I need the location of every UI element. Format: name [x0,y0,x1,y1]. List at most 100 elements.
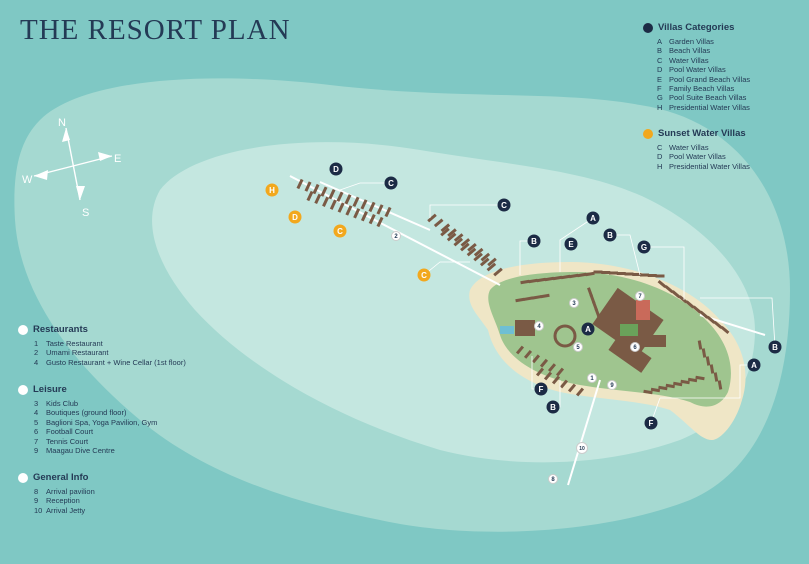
facility-marker-circle [607,380,617,390]
villa-unit [531,354,541,364]
legend-label: Pool Suite Beach Villas [669,93,747,103]
legend-item: 3 Kids Club [34,399,157,408]
legend-code: 4 [34,408,39,418]
villa-unit [655,274,665,278]
legend-label: Maagau Dive Centre [46,446,115,456]
villa-unit [699,310,709,319]
villa-unit [384,206,392,218]
villa-unit [473,247,484,257]
legend-code: D [657,152,663,162]
facility-marker: 9 [607,380,617,390]
facility-marker: 10 [576,442,588,454]
villa-unit [577,272,587,278]
villa-unit [531,295,542,300]
villa-marker: A [586,211,600,225]
villa-marker-circle [384,176,398,190]
villa-unit [705,356,711,366]
legend-item: 5 Baglioni Spa, Yoga Pavilion, Gym [34,418,157,427]
villa-unit [544,276,555,282]
villa-unit [376,204,384,215]
villa-unit [685,300,695,309]
legend-code: H [657,102,663,112]
villa-marker-label: F [539,385,544,394]
villa-unit [523,349,533,359]
facility-marker: 1 [587,373,597,383]
villa-unit [433,218,444,228]
legend-code: F [657,84,662,94]
villa-unit [360,211,368,222]
legend-code: 5 [34,417,39,427]
villa-unit [547,363,557,373]
legend-sunset-header: Sunset Water Villas [643,128,750,139]
leisure-dot-icon [18,384,28,395]
villa-unit [320,186,328,197]
facility-marker-label: 3 [572,301,576,307]
facility-marker-label: 9 [610,383,614,389]
compass-south-label: S [82,207,89,219]
villa-unit [479,257,490,267]
villa-marker-circle [581,322,595,336]
legend-code: B [657,46,663,56]
legend-code: 3 [34,399,39,408]
villa-marker: C [384,176,398,190]
villa-unit [589,294,596,304]
legend-code: 8 [34,487,39,496]
villa-unit [692,305,702,314]
legend-label: Baglioni Spa, Yoga Pavilion, Gym [46,417,158,427]
legend-general-title: General Info [33,472,89,483]
villa-unit [680,379,690,385]
legend-code: G [657,93,663,103]
villa-marker-circle [527,234,541,248]
villa-unit [593,270,603,274]
legend-restaurants-header: Restaurants [18,324,186,335]
legend-label: Football Court [46,427,94,437]
building-block [515,320,535,336]
legend-villas-header: Villas Categories [643,22,750,33]
legend-label: Garden Villas [669,37,714,46]
facility-marker-label: 2 [394,234,398,240]
legend-leisure-title: Leisure [33,384,67,395]
villa-unit [665,383,675,389]
villa-marker-label: B [772,343,778,352]
villa-unit [352,196,360,207]
villa-marker-label: A [590,214,596,223]
villa-marker-circle [329,162,343,176]
villa-unit [609,271,618,275]
villa-unit [673,381,683,387]
villa-unit [304,181,312,192]
legend-code: A [657,37,663,46]
legend-villas-title: Villas Categories [658,22,735,33]
villa-marker-label: B [550,403,556,412]
sunset-marker-circle [333,224,347,238]
villa-marker-label: F [649,419,654,428]
villa-unit [706,315,716,324]
villa-marker: B [768,340,782,354]
football-court [620,324,638,336]
sunset-marker-label: D [292,213,298,222]
villa-unit [328,189,336,200]
villa-unit [657,279,667,289]
facility-marker-label: 8 [551,477,555,483]
villa-unit [312,183,320,195]
villa-marker: B [546,400,560,414]
legend-code: H [657,161,663,171]
legend-label: Kids Club [46,399,79,408]
facility-marker-circle [548,474,558,484]
facility-marker-circle [573,342,583,352]
villa-unit [687,377,698,383]
villa-unit [473,252,483,262]
legend-code: 2 [34,348,39,358]
legend-code: 10 [34,505,43,515]
villa-unit [515,297,525,303]
legend-item: G Pool Suite Beach Villas [657,93,750,102]
villa-unit [713,372,719,382]
legend-code: C [657,143,663,152]
